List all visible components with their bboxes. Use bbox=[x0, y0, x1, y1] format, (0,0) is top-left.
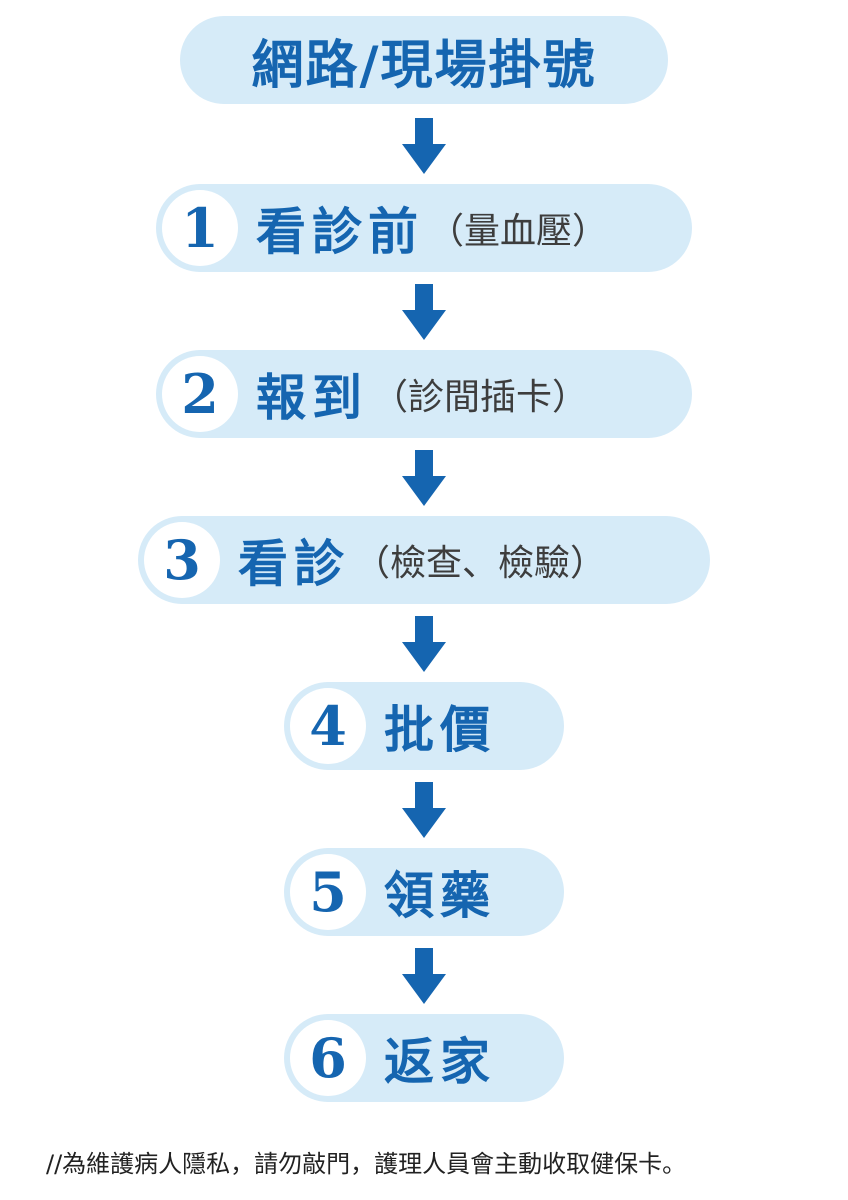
step-2-number: 2 bbox=[162, 356, 238, 432]
step-2-title: 報到 bbox=[256, 369, 368, 427]
step-5-number: 5 bbox=[290, 854, 366, 930]
arrow-down-icon bbox=[399, 116, 449, 176]
step-4-number: 4 bbox=[290, 688, 366, 764]
step-6-number: 6 bbox=[290, 1020, 366, 1096]
arrow-down-icon bbox=[399, 780, 449, 840]
step-4-title: 批價 bbox=[384, 701, 496, 759]
arrow-down-icon bbox=[399, 614, 449, 674]
step-4-node: 4 批價 bbox=[284, 682, 564, 770]
step-3-number: 3 bbox=[144, 522, 220, 598]
step-2-note: （診間插卡） bbox=[372, 377, 589, 418]
arrow-down-icon bbox=[399, 448, 449, 508]
step-5-node: 5 領藥 bbox=[284, 848, 564, 936]
arrow-down-icon bbox=[399, 282, 449, 342]
step-1-node: 1 看診前 （量血壓） bbox=[156, 184, 692, 272]
step-1-note: （量血壓） bbox=[428, 211, 609, 252]
step-3-note: （檢查、檢驗） bbox=[354, 543, 607, 584]
step-1-number: 1 bbox=[162, 190, 238, 266]
start-node-label: 網路/現場掛號 bbox=[251, 35, 597, 96]
step-6-title: 返家 bbox=[384, 1033, 496, 1091]
step-3-title: 看診 bbox=[238, 535, 350, 593]
start-node-registration: 網路/現場掛號 bbox=[180, 16, 668, 104]
step-3-node: 3 看診 （檢查、檢驗） bbox=[138, 516, 710, 604]
step-5-title: 領藥 bbox=[384, 867, 496, 925]
step-1-title: 看診前 bbox=[256, 203, 424, 261]
step-6-node: 6 返家 bbox=[284, 1014, 564, 1102]
step-2-node: 2 報到 （診間插卡） bbox=[156, 350, 692, 438]
privacy-notice: //為維護病人隱私，請勿敲門，護理人員會主動收取健保卡。 bbox=[46, 1150, 687, 1178]
arrow-down-icon bbox=[399, 946, 449, 1006]
